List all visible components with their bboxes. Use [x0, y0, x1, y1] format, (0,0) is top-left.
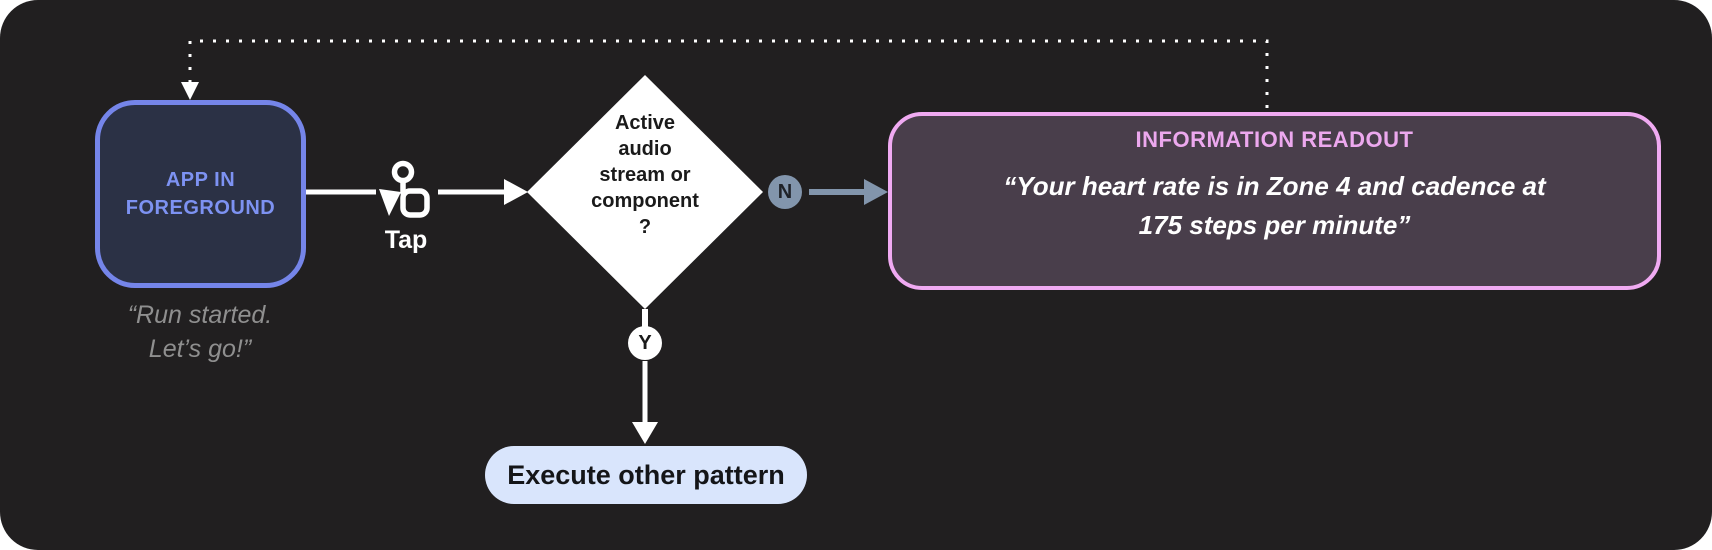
tap-gesture-icon: [379, 160, 430, 218]
execute-other-pattern-node: Execute other pattern: [485, 446, 807, 504]
app-in-foreground-label: APP IN FOREGROUND: [125, 169, 276, 219]
information-readout-title: INFORMATION READOUT: [1135, 127, 1414, 152]
feedback-dotted-line: [188, 39, 1269, 108]
tap-label: Tap: [384, 226, 428, 254]
branch-no-badge: N: [768, 175, 802, 209]
arrowhead-to-pill-icon: [632, 422, 658, 444]
decision-question: Active audio stream or component ?: [591, 112, 699, 238]
information-readout-quote: “Your heart rate is in Zone 4 and cadenc…: [1003, 171, 1546, 240]
branch-yes-label: Y: [638, 331, 652, 354]
feedback-arrowhead-icon: [181, 82, 199, 100]
arrowhead-to-decision-icon: [504, 179, 528, 205]
arrowhead-to-readout-icon: [864, 179, 888, 205]
app-in-foreground-node: APP IN FOREGROUND: [95, 100, 306, 288]
run-started-caption: “Run started. Let’s go!”: [127, 301, 273, 363]
execute-other-pattern-label: Execute other pattern: [507, 459, 785, 490]
branch-no-label: N: [777, 180, 793, 203]
decision-diamond: [527, 75, 763, 309]
information-readout-node: INFORMATION READOUT “Your heart rate is …: [888, 112, 1661, 290]
branch-yes-badge: Y: [628, 326, 662, 360]
